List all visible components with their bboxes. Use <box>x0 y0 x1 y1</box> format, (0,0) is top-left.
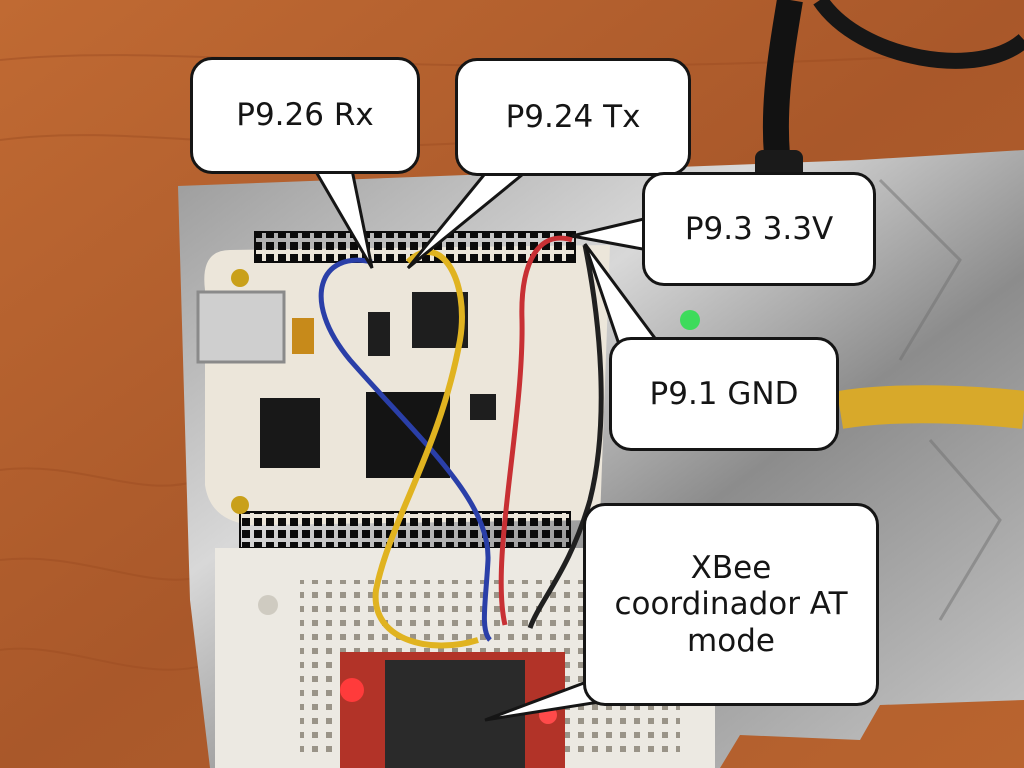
callout-tx-label: P9.24 Tx <box>505 98 641 135</box>
small-chip <box>470 394 496 420</box>
callout-rx: P9.26 Rx <box>190 57 420 174</box>
wire-yellow-tx <box>372 249 479 649</box>
callout-3v3: P9.3 3.3V <box>642 172 876 286</box>
status-led-green <box>680 310 700 330</box>
header-p8-bottom <box>239 511 571 549</box>
callout-xbee-text: XBee coordinador AT mode <box>614 550 847 660</box>
callout-gnd-label: P9.1 GND <box>649 375 799 412</box>
callout-xbee-line: coordinador AT <box>614 586 848 623</box>
ethernet-cable <box>836 385 1024 429</box>
callout-xbee-line: mode <box>687 622 775 659</box>
usb-port <box>196 290 286 364</box>
callout-xbee-line: XBee <box>690 549 772 586</box>
wire-blue-rx <box>318 257 493 642</box>
pointer-rx <box>312 168 374 269</box>
pointer-tx <box>406 168 533 270</box>
memory-chip <box>260 398 320 468</box>
callout-gnd: P9.1 GND <box>609 337 839 451</box>
callout-rx-label: P9.26 Rx <box>236 97 374 134</box>
small-chip <box>368 312 390 356</box>
capacitor <box>292 318 314 354</box>
callout-3v3-label: P9.3 3.3V <box>684 210 834 247</box>
callout-xbee: XBee coordinador AT mode <box>583 503 879 706</box>
pointer-3v3 <box>571 216 650 252</box>
callout-tx: P9.24 Tx <box>455 58 691 176</box>
mounting-hole <box>231 269 249 287</box>
breadboard-screw-hole <box>258 595 278 615</box>
cable-coil <box>813 0 1024 69</box>
wire-black-gnd <box>527 244 604 629</box>
wire-red-3v3 <box>498 235 573 626</box>
mounting-hole <box>231 496 249 514</box>
xbee-led-red <box>340 678 364 702</box>
